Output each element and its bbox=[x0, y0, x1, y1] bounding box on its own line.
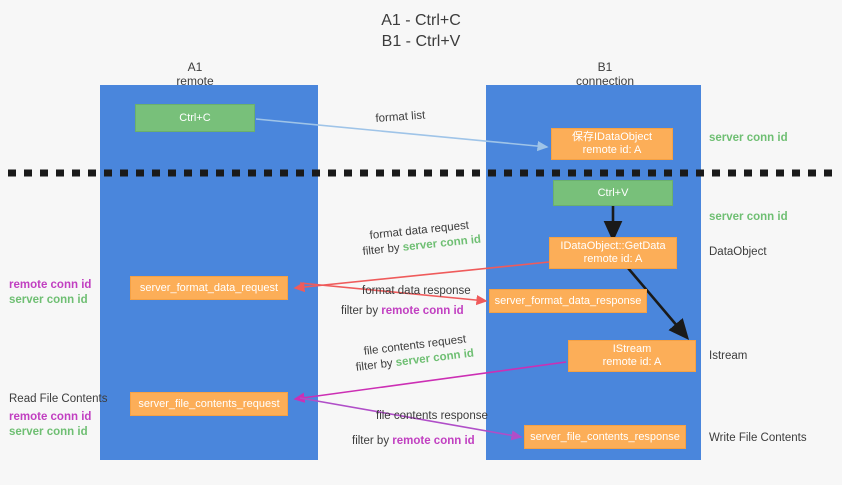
label-format-list-text: format list bbox=[375, 109, 426, 125]
box-ctrl-v[interactable]: Ctrl+V bbox=[553, 180, 673, 206]
box-getdata-title: IDataObject::GetData bbox=[560, 240, 666, 252]
column-header-b1-sub: connection bbox=[575, 74, 635, 88]
label-filter-prefix: filter by bbox=[362, 241, 404, 258]
annotation-left-bottom: remote conn id server conn id bbox=[9, 410, 91, 440]
box-ctrl-c[interactable]: Ctrl+C bbox=[135, 104, 255, 132]
label-format-data-response-filter: filter by remote conn id bbox=[341, 304, 464, 319]
box-server-file-contents-response[interactable]: server_file_contents_response bbox=[524, 425, 686, 449]
box-idataobject-remote[interactable]: 保存IDataObject remote id: A bbox=[551, 128, 673, 160]
box-server-format-data-request[interactable]: server_format_data_request bbox=[130, 276, 288, 300]
annotation-text: Read File Contents bbox=[9, 393, 108, 405]
annotation-write-file-contents: Write File Contents bbox=[709, 431, 807, 446]
column-header-b1-name: B1 bbox=[597, 60, 613, 74]
box-istream-remote-id: remote id: A bbox=[602, 356, 662, 368]
annotation-text: server conn id bbox=[709, 132, 788, 144]
annotation-server-conn-id: server conn id bbox=[9, 426, 88, 438]
column-header-a1: A1 remote bbox=[120, 60, 270, 88]
box-idataobject-remote-id: remote id: A bbox=[582, 144, 642, 156]
box-server-file-contents-request[interactable]: server_file_contents_request bbox=[130, 392, 288, 416]
box-getdata-remote-id: remote id: A bbox=[583, 253, 643, 265]
box-ctrl-v-label: Ctrl+V bbox=[597, 186, 629, 199]
label-filter-remote-conn-id: remote conn id bbox=[381, 305, 464, 317]
box-ctrl-c-label: Ctrl+C bbox=[179, 111, 211, 124]
annotation-istream: Istream bbox=[709, 349, 747, 364]
column-header-a1-name: A1 bbox=[187, 60, 203, 74]
annotation-left-mid: remote conn id server conn id bbox=[9, 278, 91, 308]
box-server-file-contents-request-label: server_file_contents_request bbox=[138, 397, 280, 410]
annotation-text: server conn id bbox=[709, 211, 788, 223]
label-filter-prefix: filter by bbox=[352, 435, 393, 447]
label-filter-prefix: filter by bbox=[355, 357, 397, 374]
label-format-data-response: format data response bbox=[362, 284, 471, 299]
box-server-format-data-response[interactable]: server_format_data_response bbox=[489, 289, 647, 313]
box-server-format-data-response-label: server_format_data_response bbox=[494, 294, 642, 307]
label-file-contents-response-text: file contents response bbox=[376, 410, 488, 422]
annotation-server-conn-id: server conn id bbox=[9, 294, 88, 306]
annotation-server-conn-id-second: server conn id bbox=[709, 210, 788, 225]
label-filter-remote-conn-id: remote conn id bbox=[392, 435, 475, 447]
box-getdata[interactable]: IDataObject::GetData remote id: A bbox=[549, 237, 677, 269]
box-server-file-contents-response-label: server_file_contents_response bbox=[530, 430, 680, 443]
column-header-b1: B1 connection bbox=[530, 60, 680, 88]
label-file-contents-response: file contents response bbox=[376, 409, 488, 424]
annotation-text: DataObject bbox=[709, 246, 767, 258]
label-filter-prefix: filter by bbox=[341, 305, 382, 317]
box-istream-title: IStream bbox=[612, 343, 652, 355]
annotation-text: Istream bbox=[709, 350, 748, 362]
label-format-data-response-text: format data response bbox=[362, 285, 471, 297]
label-format-list: format list bbox=[375, 109, 426, 127]
annotation-dataobject: DataObject bbox=[709, 245, 767, 260]
annotation-server-conn-id-top: server conn id bbox=[709, 131, 788, 146]
annotation-text: Write File Contents bbox=[709, 432, 807, 444]
annotation-remote-conn-id: remote conn id bbox=[9, 411, 92, 423]
annotation-read-file-contents: Read File Contents bbox=[9, 392, 107, 407]
box-server-format-data-request-label: server_format_data_request bbox=[139, 281, 279, 294]
box-istream[interactable]: IStream remote id: A bbox=[568, 340, 696, 372]
page-title: A1 - Ctrl+C B1 - Ctrl+V bbox=[381, 12, 461, 50]
label-file-contents-response-filter: filter by remote conn id bbox=[352, 434, 475, 449]
annotation-remote-conn-id: remote conn id bbox=[9, 279, 92, 291]
column-header-a1-sub: remote bbox=[176, 74, 214, 88]
box-idataobject-title: 保存IDataObject bbox=[571, 131, 653, 143]
